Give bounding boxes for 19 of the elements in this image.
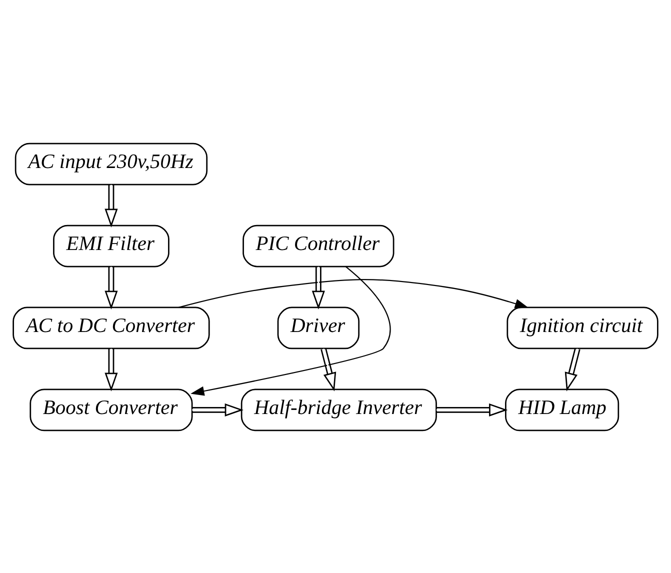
node-box: AC to DC Converter (12, 306, 210, 349)
arrow (192, 402, 244, 416)
node-box: Half-bridge Inverter (240, 388, 437, 431)
arrow (104, 266, 118, 309)
node-box: Driver (277, 306, 360, 349)
node-box: HID Lamp (505, 388, 620, 431)
arrow (104, 348, 118, 391)
arrow (312, 266, 325, 309)
arrow (190, 266, 391, 396)
node-box: PIC Controller (242, 224, 394, 267)
node-box: EMI Filter (53, 224, 170, 267)
arrow (320, 348, 336, 391)
arrow (178, 278, 529, 308)
node-box: Ignition circuit (506, 306, 658, 349)
arrow (564, 348, 580, 391)
node-box: AC input 230v,50Hz (14, 142, 208, 185)
arrow (104, 184, 118, 227)
arrow (436, 402, 508, 416)
node-box: Boost Converter (30, 388, 193, 431)
